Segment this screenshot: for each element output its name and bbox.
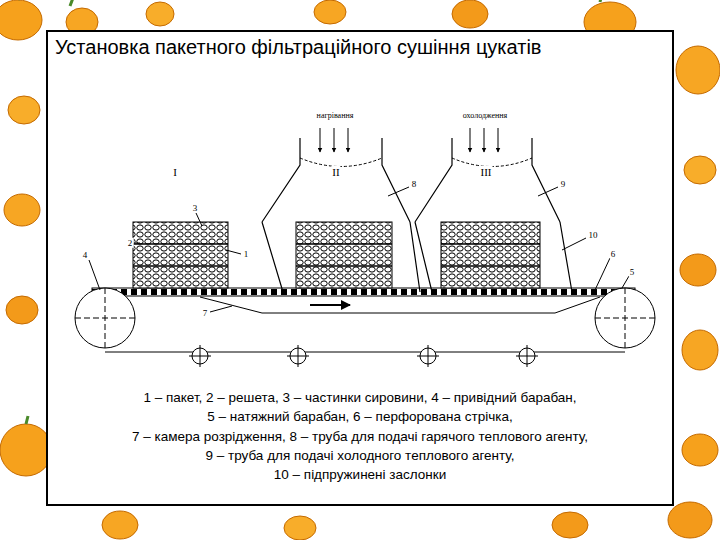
zone-number: II (331, 166, 340, 179)
callout-number: 4 (82, 250, 89, 260)
hood-label: нагрівання (316, 111, 355, 120)
zone-number: I (172, 166, 178, 179)
callout-number: 8 (411, 179, 418, 189)
support-roller (516, 345, 538, 367)
zone-number: III (480, 166, 493, 179)
dryer-drawing (75, 128, 655, 367)
caption-line: 1 – пакет, 2 – решета, 3 – частинки сиро… (143, 390, 576, 406)
support-roller (417, 345, 439, 367)
callout-number: 5 (629, 267, 636, 277)
caption-line: 10 – підпружинені заслонки (274, 467, 446, 483)
slide-panel (47, 31, 673, 505)
support-roller (287, 345, 309, 367)
caption-line: 5 – натяжний барабан, 6 – перфорована ст… (207, 409, 512, 425)
callout-number: 7 (202, 308, 209, 318)
callout-number: 9 (560, 179, 567, 189)
callout-number: 6 (610, 249, 617, 259)
callout-number: 10 (588, 230, 599, 240)
caption-line: 7 – камера розрідження, 8 – труба для по… (132, 429, 588, 445)
hood-label: охолодження (462, 111, 508, 120)
callout-number: 3 (192, 203, 199, 213)
callout-number: 2 (127, 238, 134, 248)
caption-line: 9 – труба для подачі холодного теплового… (205, 448, 514, 464)
support-roller (189, 345, 211, 367)
callout-number: 1 (243, 249, 250, 259)
slide-title: Установка пакетного фільтраційного сушін… (55, 36, 541, 59)
